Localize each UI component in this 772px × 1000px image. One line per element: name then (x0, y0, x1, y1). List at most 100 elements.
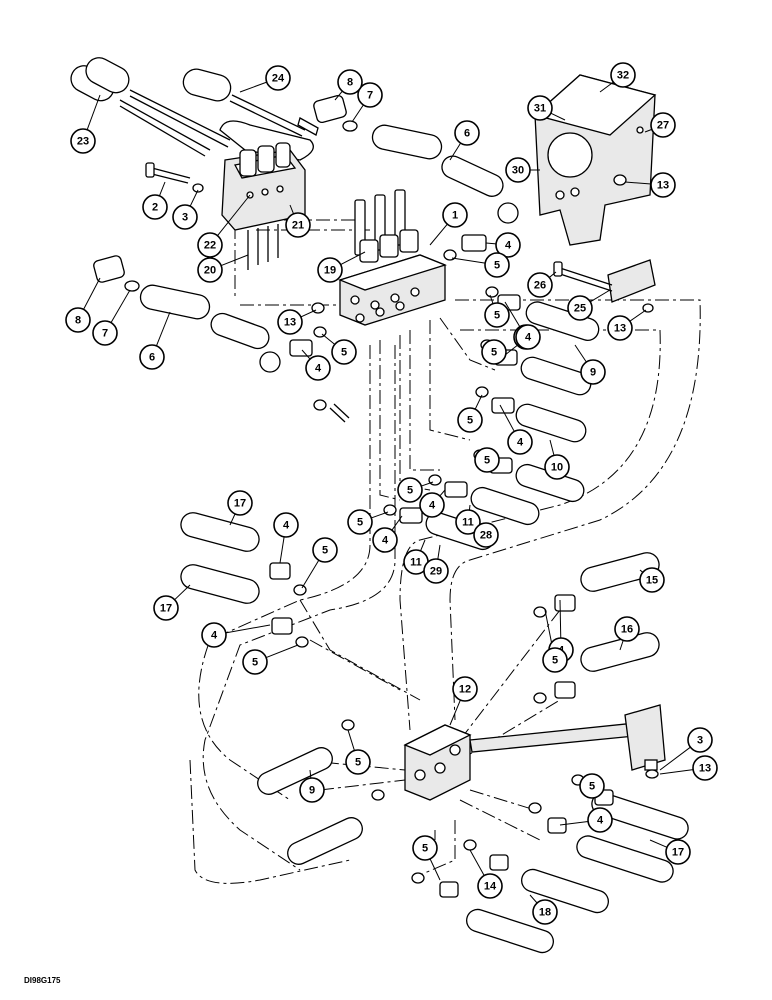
callout-circle (687, 727, 713, 753)
callout-circle (397, 477, 423, 503)
callout-circle (92, 320, 118, 346)
callout-circle (587, 807, 613, 833)
callout-2: 2 (142, 194, 168, 220)
callout-4: 4 (305, 355, 331, 381)
callout-circle (345, 749, 371, 775)
callout-leader-22 (217, 194, 251, 236)
callout-leader-6 (449, 142, 462, 161)
callout-number: 21 (292, 220, 304, 232)
callout-circle (515, 324, 541, 350)
callout-circle (442, 202, 468, 228)
callout-5: 5 (331, 339, 357, 365)
callout-circle (650, 112, 676, 138)
callout-leader-21 (289, 204, 295, 215)
callout-5: 5 (412, 835, 438, 861)
callout-leader-2 (158, 181, 166, 197)
callout-circle (299, 777, 325, 803)
callout-circle (454, 120, 480, 146)
callout-6: 6 (139, 344, 165, 370)
callout-leader-20 (220, 254, 249, 267)
callout-32: 32 (610, 62, 636, 88)
callout-9: 9 (299, 777, 325, 803)
callout-leader-5 (371, 511, 389, 519)
callout-circle (265, 65, 291, 91)
callout-number: 4 (505, 240, 512, 252)
callout-number: 13 (657, 180, 669, 192)
callout-number: 12 (459, 684, 471, 696)
callout-leader-27 (644, 128, 652, 133)
callout-number: 17 (160, 603, 172, 615)
callout-number: 6 (149, 352, 155, 364)
callout-number: 5 (484, 455, 490, 467)
callout-leader-13 (300, 309, 317, 318)
callout-leader-24 (239, 81, 267, 93)
callout-leader-5 (474, 394, 483, 410)
callout-31: 31 (527, 95, 553, 121)
callout-number: 5 (494, 310, 500, 322)
callout-number: 5 (589, 781, 595, 793)
callout-number: 4 (283, 520, 290, 532)
callout-circle (452, 676, 478, 702)
callout-leader-4 (391, 515, 403, 531)
callout-7: 7 (357, 82, 383, 108)
callout-leader-17 (174, 584, 191, 601)
callout-circle (650, 172, 676, 198)
callout-20: 20 (197, 257, 223, 283)
callout-leader-8 (83, 277, 101, 310)
callout-leader-4 (504, 344, 519, 356)
callout-leader-13 (629, 309, 647, 322)
callout-number: 29 (430, 566, 442, 578)
callout-number: 6 (464, 128, 470, 140)
callout-21: 21 (285, 212, 311, 238)
callout-leader-5 (429, 858, 441, 881)
callout-circle (665, 839, 691, 865)
callout-13: 13 (607, 315, 633, 341)
callout-13: 13 (650, 172, 676, 198)
callout-9: 9 (580, 359, 606, 385)
callout-leader-18 (529, 894, 538, 904)
callout-13: 13 (277, 309, 303, 335)
callout-number: 5 (357, 517, 363, 529)
callout-number: 10 (551, 462, 563, 474)
callout-circle (495, 232, 521, 258)
callout-number: 4 (382, 535, 389, 547)
callout-29: 29 (423, 558, 449, 584)
callout-leader-13 (624, 181, 652, 185)
callout-number: 22 (204, 240, 216, 252)
callout-circle (347, 509, 373, 535)
callout-5: 5 (242, 649, 268, 675)
callout-26: 26 (527, 272, 553, 298)
callout-4: 4 (372, 527, 398, 553)
callout-number: 9 (309, 785, 315, 797)
callout-circle (423, 558, 449, 584)
callout-number: 17 (234, 498, 246, 510)
callout-circle (484, 302, 510, 328)
callout-leader-3 (189, 189, 199, 207)
callout-number: 9 (590, 367, 596, 379)
callout-circle (477, 873, 503, 899)
callout-leader-19 (340, 251, 366, 265)
callout-28: 28 (473, 522, 499, 548)
callout-circle (579, 773, 605, 799)
callout-leader-5 (451, 257, 486, 264)
callout-number: 1 (452, 210, 458, 222)
callout-4: 4 (515, 324, 541, 350)
callout-circle (473, 522, 499, 548)
callout-leader-4 (559, 599, 562, 639)
callout-leader-31 (550, 112, 566, 121)
callout-number: 30 (512, 165, 524, 177)
callout-number: 17 (672, 847, 684, 859)
callout-5: 5 (542, 647, 568, 673)
callout-circle (474, 447, 500, 473)
callout-4: 4 (419, 492, 445, 518)
callout-leader-13 (659, 769, 694, 775)
callout-circle (201, 622, 227, 648)
callout-circle (337, 69, 363, 95)
callout-circle (65, 307, 91, 333)
callout-5: 5 (481, 339, 507, 365)
callout-leader-5 (265, 644, 299, 659)
callout-circle (484, 252, 510, 278)
callout-5: 5 (579, 773, 605, 799)
callout-leader-16 (619, 640, 624, 651)
